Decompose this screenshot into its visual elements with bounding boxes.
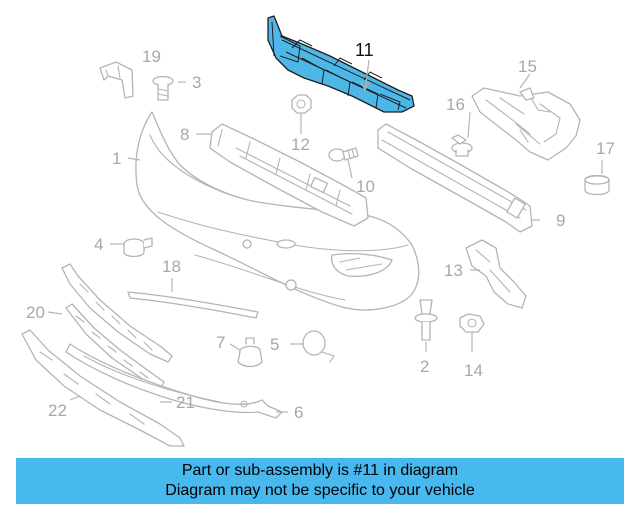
part-15-side-bracket — [471, 87, 581, 161]
callout-labels: 1 2 3 4 5 6 7 8 9 10 11 12 13 14 15 16 1… — [26, 40, 615, 422]
part-13-bracket — [465, 239, 527, 309]
callout-12: 12 — [291, 135, 310, 154]
callout-1: 1 — [112, 149, 121, 168]
callout-22: 22 — [48, 401, 67, 420]
callout-8: 8 — [180, 125, 189, 144]
part-18-trim-strip — [127, 291, 259, 319]
callout-15: 15 — [518, 57, 537, 76]
part-22-spoiler — [21, 329, 185, 447]
part-2-push-pin — [414, 299, 438, 341]
callout-6: 6 — [294, 403, 303, 422]
callout-2: 2 — [420, 357, 429, 376]
leader-lines — [47, 59, 603, 413]
part-1-bumper-cover — [135, 111, 420, 311]
callout-19: 19 — [142, 47, 161, 66]
callout-7: 7 — [216, 333, 225, 352]
part-10-bolt — [328, 147, 359, 162]
part-9-impact-bar — [377, 123, 533, 233]
callout-16: 16 — [446, 95, 465, 114]
banner-part-text: Part or sub-assembly is #11 in diagram — [181, 462, 459, 479]
part-4-nut — [123, 237, 153, 258]
part-12-nut — [291, 94, 312, 114]
callout-13: 13 — [444, 261, 463, 280]
part-17-nut — [584, 174, 610, 196]
part-11-highlighted — [267, 15, 415, 113]
callout-9: 9 — [556, 211, 565, 230]
part-21-lower-grille — [65, 303, 165, 391]
part-16-pin — [451, 134, 473, 157]
callout-18: 18 — [162, 257, 181, 276]
part-19-bracket — [99, 61, 134, 99]
parts-diagram: 1 2 3 4 5 6 7 8 9 10 11 12 13 14 15 16 1… — [21, 15, 615, 447]
part-3-screw — [152, 75, 174, 101]
callout-5: 5 — [270, 335, 279, 354]
callout-11: 11 — [355, 40, 374, 60]
callout-3: 3 — [192, 73, 201, 92]
callout-14: 14 — [464, 361, 483, 380]
part-6-valance — [65, 343, 283, 419]
callout-17: 17 — [596, 139, 615, 158]
info-banner: Part or sub-assembly is #11 in diagram D… — [16, 458, 624, 504]
part-20-lip — [61, 263, 173, 363]
callout-10: 10 — [356, 177, 375, 196]
callout-20: 20 — [26, 303, 45, 322]
callout-4: 4 — [94, 235, 103, 254]
banner-disclaimer-text: Diagram may not be specific to your vehi… — [165, 482, 475, 499]
part-8-absorber — [209, 123, 369, 227]
part-5-cover — [302, 330, 335, 363]
callout-21: 21 — [176, 393, 195, 412]
part-7-clip — [237, 337, 263, 368]
part-14-nut — [459, 313, 485, 333]
